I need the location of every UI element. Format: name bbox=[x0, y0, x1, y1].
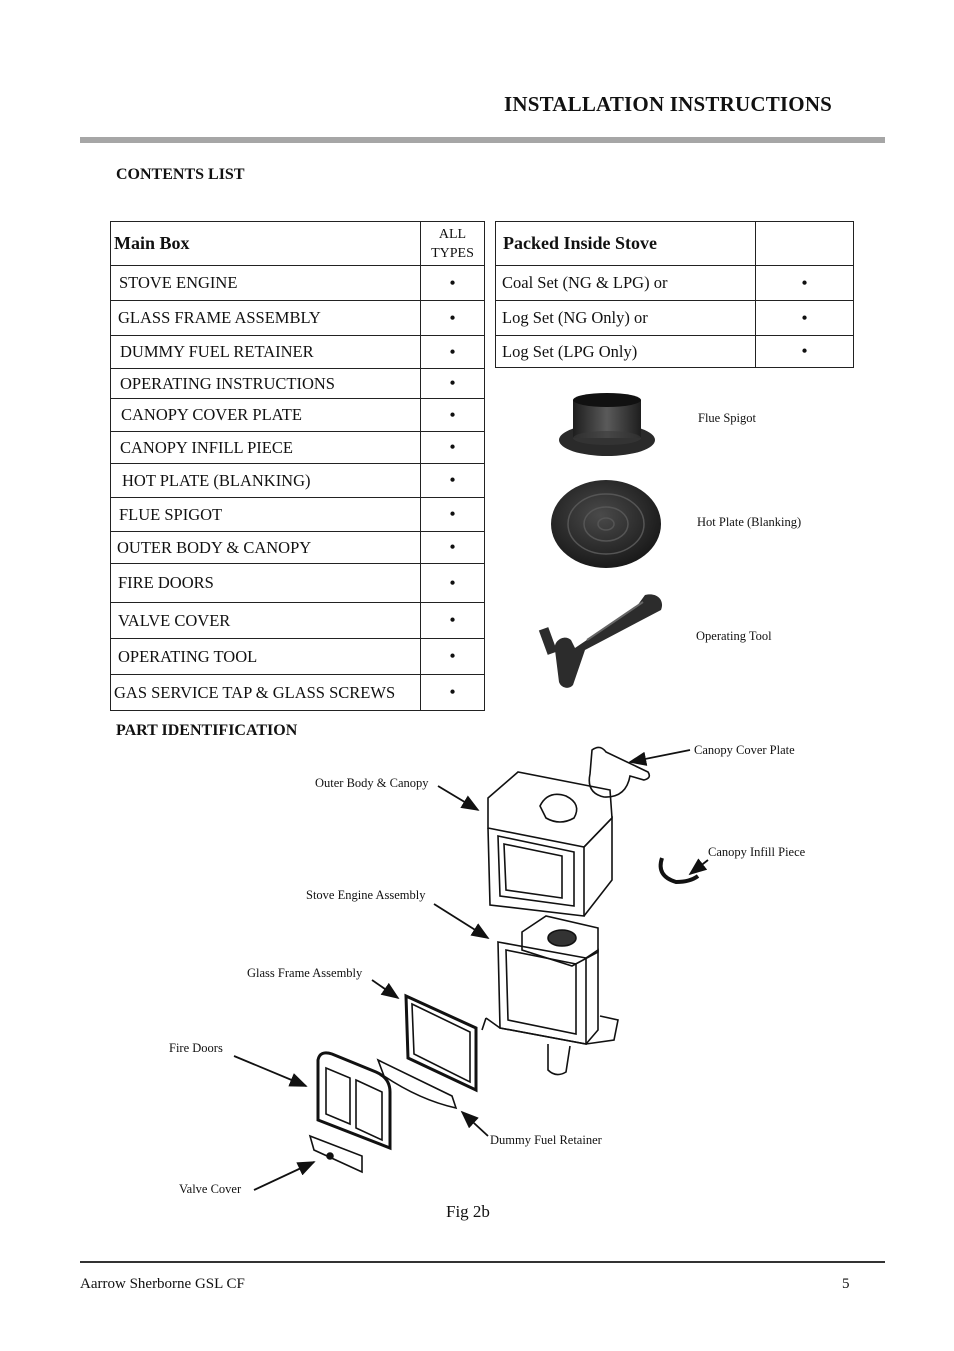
page-number: 5 bbox=[842, 1276, 850, 1292]
item-name: CANOPY COVER PLATE bbox=[110, 398, 421, 432]
canopy-infill-label: Canopy Infill Piece bbox=[708, 845, 806, 859]
footer-product: Aarrow Sherborne GSL CF bbox=[80, 1276, 245, 1292]
table-row: OPERATING TOOL • bbox=[110, 638, 485, 675]
item-mark: • bbox=[420, 563, 485, 603]
item-mark: • bbox=[420, 463, 485, 498]
item-name: CANOPY INFILL PIECE bbox=[110, 431, 421, 464]
item-mark: • bbox=[420, 431, 485, 464]
glass-frame-label: Glass Frame Assembly bbox=[247, 966, 363, 980]
item-mark: • bbox=[420, 638, 485, 675]
table-row: CANOPY INFILL PIECE • bbox=[110, 431, 485, 464]
table-row: FLUE SPIGOT • bbox=[110, 497, 485, 532]
hot-plate-illustration bbox=[551, 480, 661, 568]
fire-doors-shape bbox=[316, 1051, 392, 1151]
outer-body-label: Outer Body & Canopy bbox=[315, 776, 429, 790]
item-name: Log Set (LPG Only) bbox=[495, 335, 756, 368]
flue-spigot-label: Flue Spigot bbox=[698, 411, 756, 425]
contents-list-title: CONTENTS LIST bbox=[116, 166, 245, 183]
dummy-fuel-label: Dummy Fuel Retainer bbox=[490, 1133, 602, 1147]
page-title: INSTALLATION INSTRUCTIONS bbox=[504, 92, 833, 116]
item-mark: • bbox=[420, 674, 485, 711]
table-row: Log Set (NG Only) or • bbox=[495, 300, 854, 336]
main-box-table: Main Box ALL TYPES STOVE ENGINE • GLASS … bbox=[110, 221, 485, 711]
item-name: FIRE DOORS bbox=[110, 563, 421, 603]
hot-plate-label: Hot Plate (Blanking) bbox=[697, 515, 802, 529]
part-identification-title: PART IDENTIFICATION bbox=[116, 722, 298, 739]
item-name: OUTER BODY & CANOPY bbox=[110, 531, 421, 564]
dummy-fuel-shape bbox=[376, 1058, 458, 1110]
item-name: FLUE SPIGOT bbox=[110, 497, 421, 532]
table-row: CANOPY COVER PLATE • bbox=[110, 398, 485, 432]
canopy-cover-plate-label: Canopy Cover Plate bbox=[694, 743, 795, 757]
table-row: GAS SERVICE TAP & GLASS SCREWS • bbox=[110, 674, 485, 711]
valve-cover-shape bbox=[308, 1134, 363, 1174]
canopy-cover-plate-shape bbox=[588, 746, 651, 798]
stove-engine-label: Stove Engine Assembly bbox=[306, 888, 426, 902]
item-mark: • bbox=[420, 368, 485, 399]
table-row: FIRE DOORS • bbox=[110, 563, 485, 603]
operating-tool-label: Operating Tool bbox=[696, 629, 772, 643]
all-types-heading: ALL TYPES bbox=[420, 221, 485, 266]
item-name: GAS SERVICE TAP & GLASS SCREWS bbox=[110, 674, 421, 711]
packed-inside-heading: Packed Inside Stove bbox=[495, 221, 756, 266]
item-mark: • bbox=[420, 602, 485, 639]
figure-caption: Fig 2b bbox=[446, 1202, 490, 1221]
item-name: STOVE ENGINE bbox=[110, 265, 421, 301]
table-row: STOVE ENGINE • bbox=[110, 265, 485, 301]
canopy-infill-shape bbox=[658, 857, 700, 885]
header-divider bbox=[80, 137, 885, 143]
item-name: OPERATING TOOL bbox=[110, 638, 421, 675]
item-name: Log Set (NG Only) or bbox=[495, 300, 756, 336]
main-box-heading: Main Box bbox=[110, 221, 421, 266]
item-mark: • bbox=[755, 265, 854, 301]
table-row: OUTER BODY & CANOPY • bbox=[110, 531, 485, 564]
flue-spigot-illustration bbox=[559, 393, 655, 456]
item-mark: • bbox=[755, 300, 854, 336]
valve-cover-label: Valve Cover bbox=[179, 1182, 242, 1196]
packed-inside-table: Packed Inside Stove Coal Set (NG & LPG) … bbox=[495, 221, 854, 368]
fire-doors-label: Fire Doors bbox=[169, 1041, 223, 1055]
table-row: OPERATING INSTRUCTIONS • bbox=[110, 368, 485, 399]
packed-inside-empty-header bbox=[755, 221, 854, 266]
glass-frame-shape bbox=[404, 993, 478, 1093]
item-mark: • bbox=[755, 335, 854, 368]
table-row: VALVE COVER • bbox=[110, 602, 485, 639]
operating-tool-illustration bbox=[538, 594, 663, 688]
table-row: Log Set (LPG Only) • bbox=[495, 335, 854, 368]
item-name: OPERATING INSTRUCTIONS bbox=[110, 368, 421, 399]
item-name: VALVE COVER bbox=[110, 602, 421, 639]
footer-divider bbox=[80, 1261, 885, 1263]
item-mark: • bbox=[420, 300, 485, 336]
item-mark: • bbox=[420, 265, 485, 301]
